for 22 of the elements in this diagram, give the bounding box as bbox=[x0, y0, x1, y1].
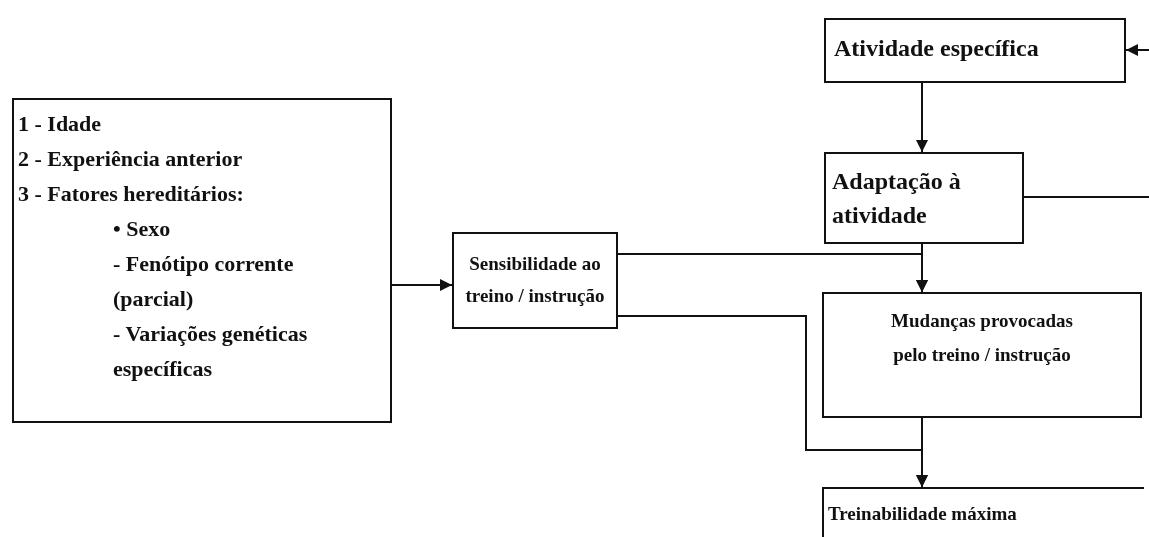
list-item: 1 - Idade bbox=[18, 110, 103, 138]
list-item: • Sexo bbox=[112, 215, 172, 243]
list-item: - Fenótipo corrente (parcial) bbox=[112, 250, 295, 313]
box-label: Adaptação à atividade bbox=[832, 167, 962, 230]
process-box bbox=[822, 292, 1142, 418]
list-item: 3 - Fatores hereditários: bbox=[18, 180, 245, 208]
arrow bbox=[916, 243, 928, 293]
arrow bbox=[1125, 44, 1149, 56]
arrow bbox=[391, 279, 453, 291]
process-box bbox=[824, 152, 1024, 244]
box-label: Treinabilidade máxima bbox=[828, 502, 1018, 526]
process-box bbox=[824, 18, 1126, 83]
process-box bbox=[822, 487, 1144, 537]
arrow bbox=[916, 82, 928, 153]
list-item: 2 - Experiência anterior bbox=[18, 145, 244, 173]
box-label: Sensibilidade ao treino / instrução bbox=[464, 252, 606, 308]
list-item: - Variações genéticas específicas bbox=[112, 320, 309, 383]
process-box bbox=[452, 232, 618, 329]
arrow bbox=[916, 417, 928, 488]
process-box bbox=[12, 98, 392, 423]
box-label: Mudanças provocadas pelo treino / instrução bbox=[890, 309, 1074, 367]
box-label: Atividade específica bbox=[834, 34, 1040, 63]
